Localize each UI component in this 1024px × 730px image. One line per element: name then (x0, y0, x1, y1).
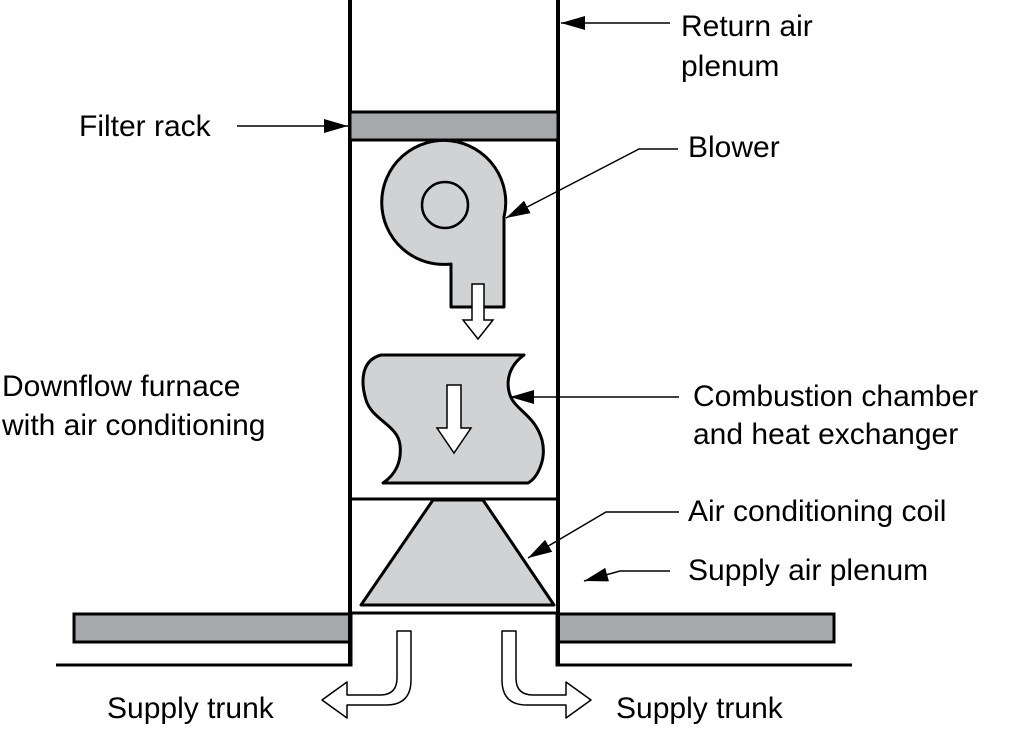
label-return-air-line1: Return air (681, 10, 813, 43)
combustion-airflow-arrow (435, 384, 473, 455)
label-supply-trunk-right: Supply trunk (616, 692, 784, 725)
supply-arrow-right (501, 630, 592, 719)
supply-plenum-leader (583, 567, 670, 582)
blower-leader (505, 148, 678, 219)
label-combustion-line1: Combustion chamber (693, 380, 978, 413)
label-supply-plenum: Supply air plenum (688, 554, 928, 587)
label-return-air-line2: plenum (681, 50, 779, 83)
label-ac-coil: Air conditioning coil (688, 495, 946, 528)
label-supply-trunk-left: Supply trunk (107, 692, 275, 725)
blower-airflow-arrow (461, 283, 495, 341)
supply-trunk-duct-right (555, 612, 836, 644)
label-downflow-line1: Downflow furnace (2, 370, 240, 403)
filter-rack (348, 110, 560, 142)
label-combustion-line2: and heat exchanger (693, 418, 958, 451)
blower-wheel (420, 180, 470, 230)
label-blower: Blower (688, 131, 780, 164)
ac-coil-leader (527, 511, 679, 559)
supply-trunk-duct-left (72, 612, 353, 644)
label-downflow-line2: with air conditioning (1, 409, 265, 442)
ac-coil (359, 498, 556, 607)
label-filter-rack: Filter rack (79, 110, 212, 143)
supply-arrow-left (321, 630, 412, 719)
